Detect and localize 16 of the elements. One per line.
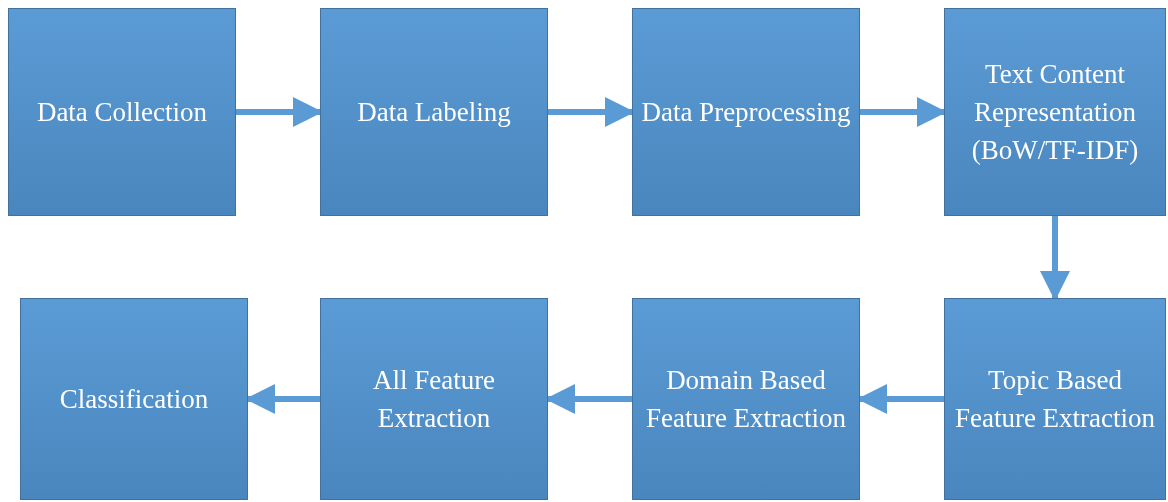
box-label: All Feature Extraction <box>371 364 497 435</box>
box-label: Classification <box>59 383 209 416</box>
box-label: Data Collection <box>36 96 208 129</box>
process-box <box>632 298 860 500</box>
box-label: Data Preprocessing <box>641 96 851 129</box>
box-label: Text Content Representation (BoW/TF-IDF) <box>970 58 1140 167</box>
box-label: Topic Based Feature Extraction <box>953 364 1157 435</box>
process-box <box>8 8 236 216</box>
process-box <box>944 298 1166 500</box>
box-label: Data Labeling <box>357 96 511 129</box>
process-box <box>320 298 548 500</box>
process-box <box>320 8 548 216</box>
process-box <box>632 8 860 216</box>
process-box <box>20 298 248 500</box>
box-label: Domain Based Feature Extraction <box>644 364 848 435</box>
process-box <box>944 8 1166 216</box>
